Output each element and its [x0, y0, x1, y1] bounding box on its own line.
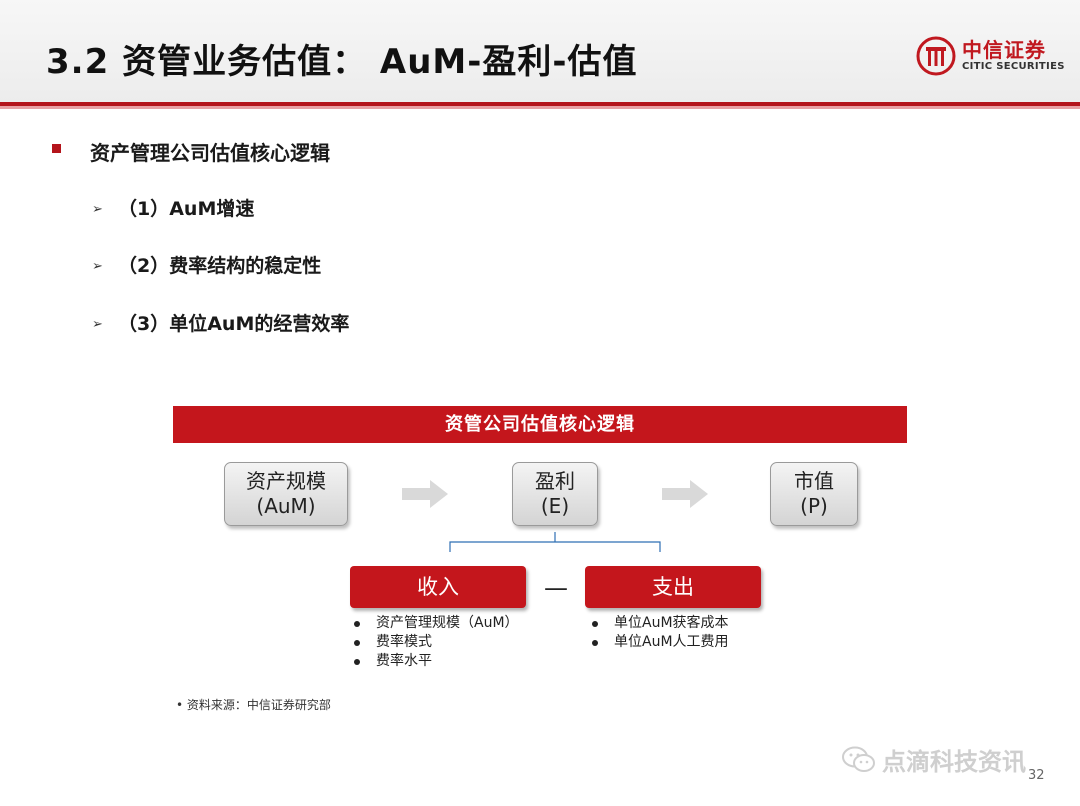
node-aum-subtitle: (AuM) — [256, 494, 316, 518]
sub-bullet: ➢ （3）单位AuM的经营效率 — [92, 309, 349, 336]
node-earnings: 盈利 (E) — [512, 462, 598, 526]
source-note: • 资料来源：中信证券研究部 — [176, 698, 331, 712]
node-market-value-subtitle: (P) — [800, 494, 828, 518]
sub-bullet-text: （3）单位AuM的经营效率 — [118, 313, 350, 335]
node-earnings-subtitle: (E) — [540, 494, 570, 518]
sub-bullet-text: （2）费率结构的稳定性 — [118, 255, 322, 277]
logo-chinese-name: 中信证券 — [962, 38, 1046, 62]
right-arrow-icon — [402, 480, 448, 508]
arrow-bullet-icon: ➢ — [92, 317, 103, 332]
wechat-icon — [842, 746, 875, 772]
arrow-bullet-icon: ➢ — [92, 202, 103, 217]
bracket-connector — [449, 532, 661, 552]
list-item: 单位AuM人工费用 — [584, 633, 729, 652]
node-market-value: 市值 (P) — [770, 462, 858, 526]
list-item: 费率模式 — [346, 633, 519, 652]
citic-logo: 中信证券 CITIC SECURITIES — [916, 34, 1066, 78]
node-aum-title: 资产规模 — [246, 469, 326, 493]
income-items: 资产管理规模（AuM） 费率模式 费率水平 — [346, 614, 519, 671]
slide-header: 3.2 资管业务估值： AuM-盈利-估值 中信证券 CITIC SECURIT… — [0, 0, 1080, 104]
square-bullet-icon — [52, 144, 61, 153]
watermark-text: 点滴科技资讯 — [882, 748, 1026, 776]
sub-bullet-text: （1）AuM增速 — [118, 198, 255, 220]
slide-title: 3.2 资管业务估值： AuM-盈利-估值 — [46, 42, 638, 82]
sub-bullet: ➢ （1）AuM增速 — [92, 194, 254, 221]
diagram-banner: 资管公司估值核心逻辑 — [173, 406, 907, 443]
right-arrow-icon — [662, 480, 708, 508]
node-market-value-title: 市值 — [794, 469, 834, 493]
arrow-bullet-icon: ➢ — [92, 259, 103, 274]
logo-english-name: CITIC SECURITIES — [962, 61, 1065, 72]
list-item: 费率水平 — [346, 652, 519, 671]
node-aum: 资产规模 (AuM) — [224, 462, 348, 526]
main-bullet-text: 资产管理公司估值核心逻辑 — [90, 141, 330, 165]
sub-bullet: ➢ （2）费率结构的稳定性 — [92, 251, 321, 278]
node-earnings-title: 盈利 — [535, 469, 575, 493]
expense-items: 单位AuM获客成本 单位AuM人工费用 — [584, 614, 729, 652]
minus-sign: — — [544, 574, 568, 602]
list-item: 单位AuM获客成本 — [584, 614, 729, 633]
list-item: 资产管理规模（AuM） — [346, 614, 519, 633]
page-number: 32 — [1028, 768, 1045, 783]
citic-logo-icon — [916, 36, 956, 76]
header-rule — [0, 102, 1080, 106]
header-rule-light — [0, 106, 1080, 109]
expense-box: 支出 — [585, 566, 761, 608]
income-box: 收入 — [350, 566, 526, 608]
